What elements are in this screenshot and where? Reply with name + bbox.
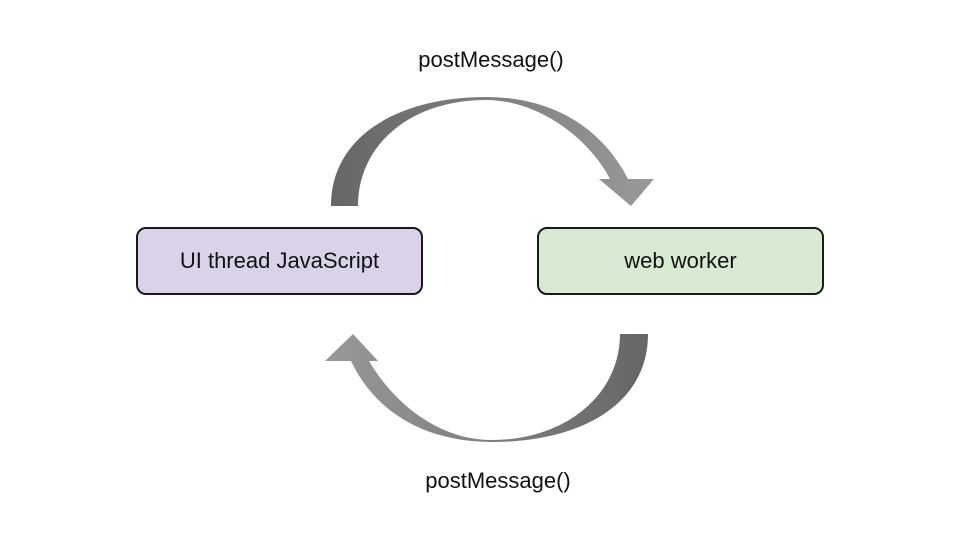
web-worker-label: web worker	[624, 248, 737, 273]
ui-thread-label: UI thread JavaScript	[179, 248, 380, 273]
arrow-worker-to-ui	[325, 334, 648, 442]
arrow-ui-to-worker	[331, 97, 654, 206]
web-worker-node: web worker	[537, 227, 824, 295]
bottom-message-label: postMessage()	[425, 468, 571, 493]
top-message-label: postMessage()	[418, 47, 564, 72]
ui-thread-node: UI thread JavaScript	[136, 227, 423, 295]
